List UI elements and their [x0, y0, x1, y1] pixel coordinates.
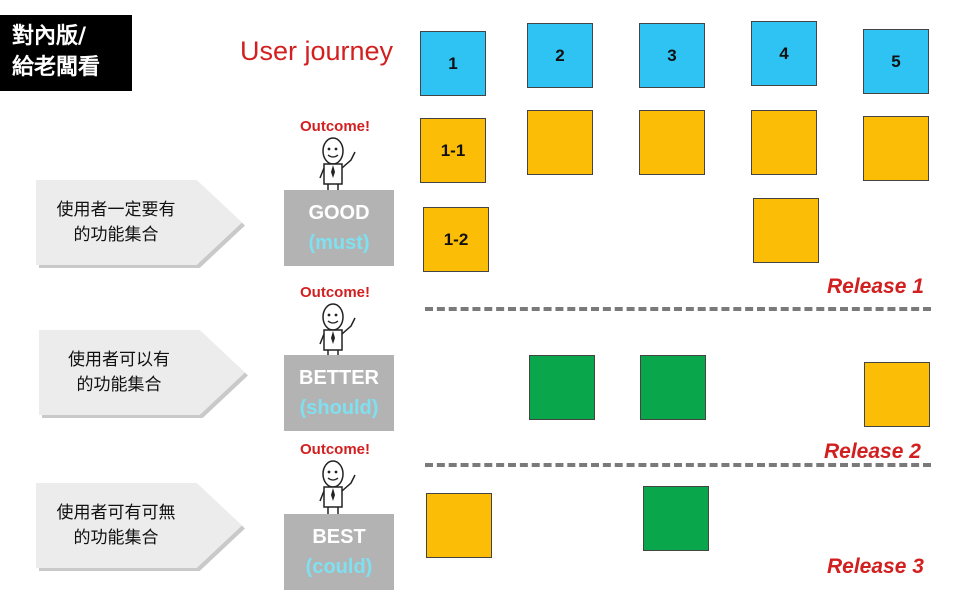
outcome-label: Outcome!: [300, 284, 371, 301]
release-separator-2: [425, 463, 931, 467]
level-name: BETTER: [299, 367, 379, 389]
level-box-better: BETTER (should): [284, 355, 394, 431]
journey-step-3: 3: [639, 23, 705, 88]
tier-arrow-text: 使用者可以有 的功能集合: [39, 348, 199, 398]
tier-arrow-should: 使用者可以有 的功能集合: [39, 330, 245, 415]
release-label-3: Release 3: [827, 555, 924, 578]
tier-arrow-line1: 使用者一定要有: [56, 199, 176, 220]
outcome-label: Outcome!: [300, 118, 371, 135]
feature-box: [527, 110, 593, 175]
audience-label-line2: 給老闆看: [12, 55, 101, 80]
release-label-1: Release 1: [827, 275, 924, 298]
release-separator-1: [425, 307, 931, 311]
feature-box-1-2: 1-2: [423, 207, 489, 272]
feature-box: [753, 198, 819, 263]
journey-step-1: 1: [420, 31, 486, 96]
feature-box-green: [640, 355, 706, 420]
feature-box-green: [643, 486, 709, 551]
level-name: BEST: [312, 526, 366, 548]
feature-box-1-1: 1-1: [420, 118, 486, 183]
audience-label: 對內版/ 給老闆看: [0, 15, 132, 91]
feature-box: [864, 362, 930, 427]
tier-arrow-text: 使用者一定要有 的功能集合: [36, 198, 196, 248]
level-modal: (must): [308, 232, 370, 254]
level-box-good: GOOD (must): [284, 190, 394, 266]
level-box-best: BEST (could): [284, 514, 394, 590]
feature-box: [751, 110, 817, 175]
tier-arrow-line1: 使用者可有可無: [56, 502, 176, 523]
level-name: GOOD: [308, 202, 370, 224]
release-label-2: Release 2: [824, 440, 921, 463]
tier-arrow-line2: 的功能集合: [73, 224, 159, 245]
journey-step-2: 2: [527, 23, 593, 88]
journey-title: User journey: [240, 36, 394, 66]
audience-label-line1: 對內版/: [12, 24, 87, 49]
person-waving-icon: [319, 137, 356, 193]
person-waving-icon: [319, 303, 356, 359]
tier-arrow-line2: 的功能集合: [73, 527, 159, 548]
feature-box: [639, 110, 705, 175]
tier-arrow-line1: 使用者可以有: [68, 349, 170, 370]
tier-arrow-must: 使用者一定要有 的功能集合: [36, 180, 242, 265]
feature-box: [426, 493, 492, 558]
journey-step-4: 4: [751, 21, 817, 86]
outcome-label: Outcome!: [300, 441, 371, 458]
feature-box-green: [529, 355, 595, 420]
tier-arrow-could: 使用者可有可無 的功能集合: [36, 483, 242, 568]
person-waving-icon: [319, 460, 356, 516]
level-modal: (could): [305, 556, 373, 578]
tier-arrow-text: 使用者可有可無 的功能集合: [36, 501, 196, 551]
feature-box: [863, 116, 929, 181]
journey-step-5: 5: [863, 29, 929, 94]
tier-arrow-line2: 的功能集合: [76, 374, 162, 395]
level-modal: (should): [299, 397, 379, 419]
